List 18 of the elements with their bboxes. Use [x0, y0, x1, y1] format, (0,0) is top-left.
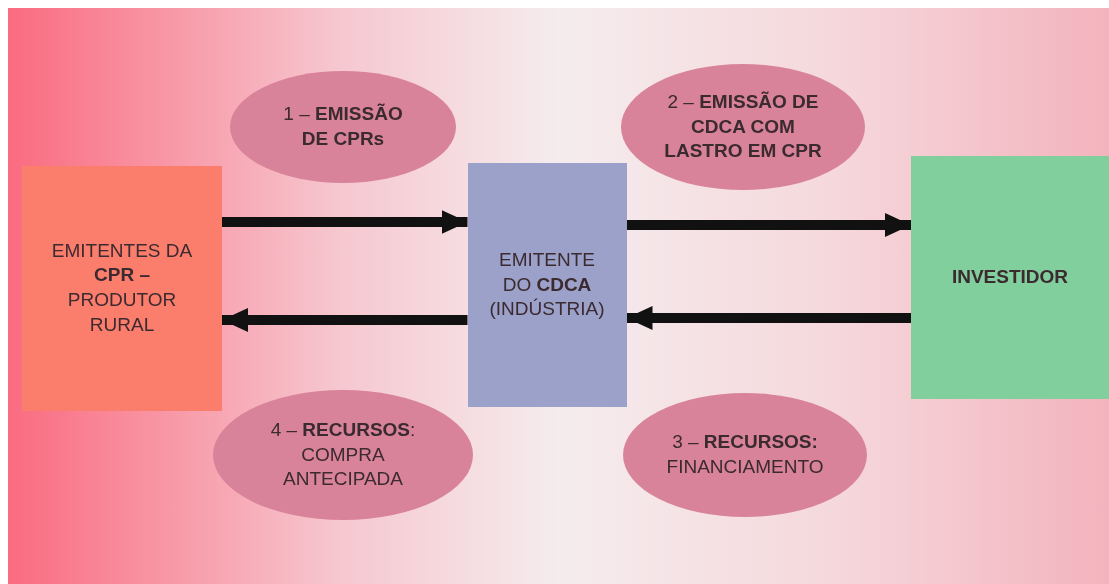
- node-label: 1 – EMISSÃO DE CPRs: [282, 102, 404, 151]
- arrow: [222, 308, 468, 332]
- node-label: INVESTIDOR: [950, 264, 1070, 289]
- node-label: 3 – RECURSOS: FINANCIAMENTO: [665, 430, 825, 479]
- arrow: [626, 213, 911, 237]
- node-label: 2 – EMISSÃO DE CDCA COM LASTRO EM CPR: [663, 89, 823, 164]
- process-box: [911, 155, 1109, 399]
- node-label: 4 – RECURSOS: COMPRA ANTECIPADA: [269, 417, 417, 492]
- arrow: [626, 306, 911, 330]
- label-ellipse: [623, 393, 867, 517]
- label-ellipse: [213, 390, 473, 520]
- node-label: EMITENTE DO CDCA (INDÚSTRIA): [488, 247, 606, 322]
- node-label: EMITENTES DA CPR – PRODUTOR RURAL: [50, 238, 194, 337]
- label-ellipse: [230, 71, 456, 183]
- label-ellipse: [621, 64, 865, 190]
- arrow: [222, 210, 468, 234]
- process-box: [467, 163, 627, 407]
- process-box: [22, 165, 222, 411]
